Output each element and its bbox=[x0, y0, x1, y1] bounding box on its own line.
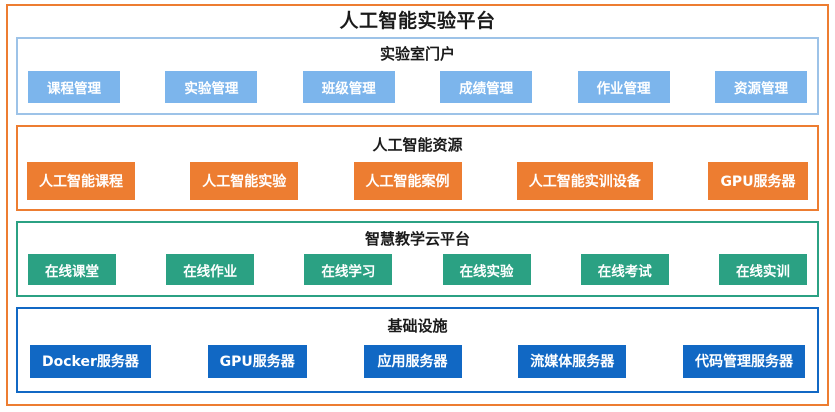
layer-teaching-cloud-title: 智慧教学云平台 bbox=[364, 230, 470, 248]
layer-teaching-cloud-chip-row: 在线课堂 在线作业 在线学习 在线实验 在线考试 在线实训 bbox=[18, 252, 817, 295]
chip-infra-1[interactable]: GPU服务器 bbox=[207, 344, 307, 378]
layer-portal: 实验室门户 课程管理 实验管理 班级管理 成绩管理 作业管理 资源管理 bbox=[16, 37, 819, 115]
chip-portal-4[interactable]: 作业管理 bbox=[577, 70, 670, 103]
layer-infrastructure-chip-row: Docker服务器 GPU服务器 应用服务器 流媒体服务器 代码管理服务器 bbox=[18, 341, 817, 391]
chip-cloud-1[interactable]: 在线作业 bbox=[166, 254, 255, 285]
chip-portal-3[interactable]: 成绩管理 bbox=[440, 70, 533, 103]
layer-ai-resource-title: 人工智能资源 bbox=[372, 136, 463, 154]
layer-stack: 实验室门户 课程管理 实验管理 班级管理 成绩管理 作业管理 资源管理 人工智能… bbox=[8, 37, 827, 404]
chip-infra-0[interactable]: Docker服务器 bbox=[30, 344, 151, 378]
layer-infrastructure: 基础设施 Docker服务器 GPU服务器 应用服务器 流媒体服务器 代码管理服… bbox=[16, 307, 819, 393]
chip-portal-1[interactable]: 实验管理 bbox=[165, 70, 258, 103]
layer-ai-resource-chip-row: 人工智能课程 人工智能实验 人工智能案例 人工智能实训设备 GPU服务器 bbox=[18, 161, 817, 209]
chip-cloud-5[interactable]: 在线实训 bbox=[718, 254, 807, 285]
chip-cloud-0[interactable]: 在线课堂 bbox=[28, 254, 116, 285]
chip-cloud-3[interactable]: 在线实验 bbox=[442, 254, 531, 285]
layer-portal-chip-row: 课程管理 实验管理 班级管理 成绩管理 作业管理 资源管理 bbox=[18, 68, 817, 113]
chip-portal-2[interactable]: 班级管理 bbox=[302, 70, 395, 103]
layer-teaching-cloud: 智慧教学云平台 在线课堂 在线作业 在线学习 在线实验 在线考试 在线实训 bbox=[16, 221, 819, 297]
chip-infra-2[interactable]: 应用服务器 bbox=[363, 344, 462, 378]
chip-resource-1[interactable]: 人工智能实验 bbox=[190, 161, 299, 200]
chip-resource-3[interactable]: 人工智能实训设备 bbox=[516, 161, 653, 200]
chip-resource-0[interactable]: 人工智能课程 bbox=[27, 161, 135, 200]
chip-resource-4[interactable]: GPU服务器 bbox=[708, 161, 808, 200]
layer-portal-title: 实验室门户 bbox=[379, 45, 455, 63]
page-title: 人工智能实验平台 bbox=[339, 10, 496, 32]
chip-cloud-2[interactable]: 在线学习 bbox=[304, 254, 393, 285]
layer-infrastructure-title: 基础设施 bbox=[387, 317, 448, 335]
chip-cloud-4[interactable]: 在线考试 bbox=[580, 254, 669, 285]
chip-portal-0[interactable]: 课程管理 bbox=[28, 70, 120, 103]
chip-resource-2[interactable]: 人工智能案例 bbox=[353, 161, 462, 200]
platform-architecture-frame: 人工智能实验平台 实验室门户 课程管理 实验管理 班级管理 成绩管理 作业管理 … bbox=[6, 4, 829, 406]
chip-portal-5[interactable]: 资源管理 bbox=[714, 70, 807, 103]
layer-ai-resource: 人工智能资源 人工智能课程 人工智能实验 人工智能案例 人工智能实训设备 GPU… bbox=[16, 125, 819, 211]
chip-infra-4[interactable]: 代码管理服务器 bbox=[683, 344, 805, 378]
chip-infra-3[interactable]: 流媒体服务器 bbox=[518, 344, 627, 378]
